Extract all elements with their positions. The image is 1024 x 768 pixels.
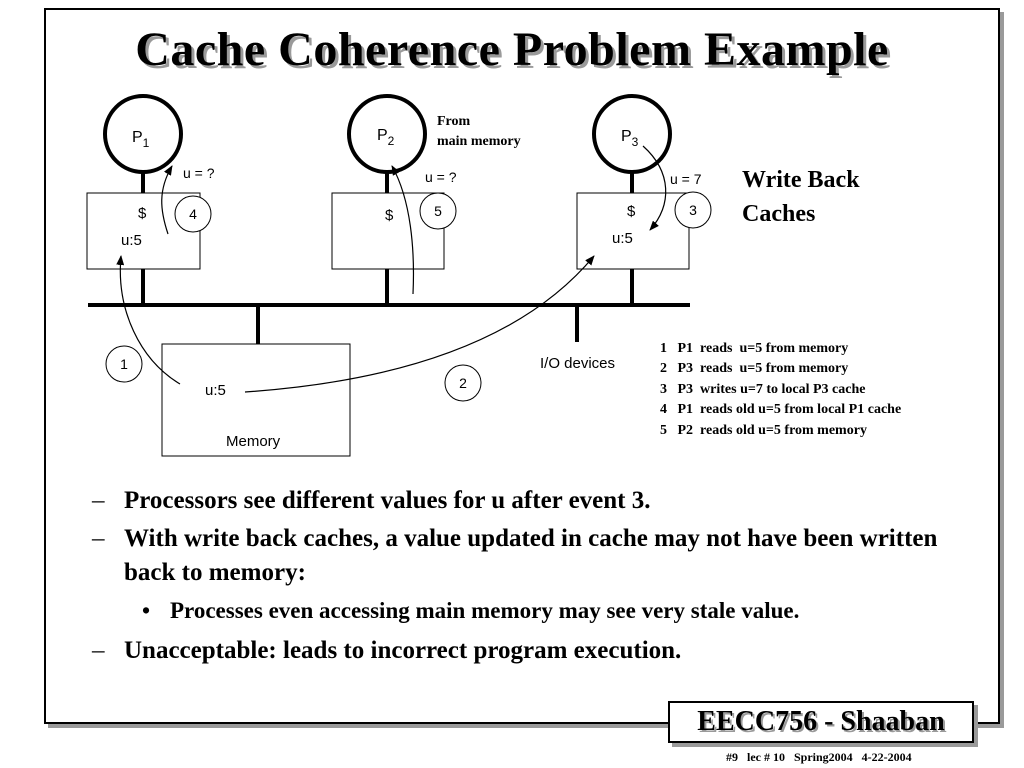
processor-p3-node xyxy=(592,94,672,174)
svg-text:1: 1 xyxy=(120,356,128,372)
svg-text:5: 5 xyxy=(434,203,442,219)
event-list-item: 3 P3 writes u=7 to local P3 cache xyxy=(660,382,866,397)
cache-p3-symbol: $ xyxy=(627,203,636,220)
main-memory xyxy=(161,343,351,457)
processor-p1-node xyxy=(103,94,183,174)
event-3-marker xyxy=(674,191,712,229)
svg-text:4: 4 xyxy=(189,206,197,222)
event-list-item: 5 P2 reads old u=5 from memory xyxy=(660,423,867,438)
cache-p1-symbol: $ xyxy=(138,205,147,222)
p2-query: u = ? xyxy=(425,169,457,185)
svg-text:3: 3 xyxy=(689,202,697,218)
p3-query: u = 7 xyxy=(670,171,702,187)
bullet-item: –Processors see different values for u a… xyxy=(92,487,651,514)
processor-p1: P1 $ u:5 u = ? 4 xyxy=(86,94,215,305)
event-list-item: 1 P1 reads u=5 from memory xyxy=(660,341,848,356)
write-back-line1: Write Back xyxy=(742,167,860,193)
slide-title: Cache Coherence Problem Example xyxy=(135,23,889,76)
bullet-item: –Unacceptable: leads to incorrect progra… xyxy=(92,637,682,664)
processor-p2: P2 $ u = ? 5 xyxy=(331,94,457,305)
event-1-arrow xyxy=(116,255,181,385)
from-main-memory-line2: main memory xyxy=(437,134,521,149)
io-devices-label: I/O devices xyxy=(540,355,615,372)
processor-p3-label: P3 xyxy=(621,128,639,149)
event-1-marker xyxy=(105,345,143,383)
svg-text:2: 2 xyxy=(459,375,467,391)
bullet-item: –With write back caches, a value updated… xyxy=(92,525,938,586)
event-3-arrow xyxy=(642,145,667,231)
event-4-marker xyxy=(174,195,212,233)
course-badge: EECC756 - Shaaban xyxy=(668,701,974,743)
event-list-item: 4 P1 reads old u=5 from local P1 cache xyxy=(660,402,901,417)
event-list-item: 2 P3 reads u=5 from memory xyxy=(660,361,848,376)
cache-p3-value: u:5 xyxy=(612,230,633,247)
memory-value: u:5 xyxy=(205,382,226,399)
event-4-arrow xyxy=(161,165,173,235)
event-5-arrow xyxy=(391,165,415,295)
event-2-marker xyxy=(444,364,482,402)
lecture-footnote: #9 lec # 10 Spring2004 4-22-2004 xyxy=(726,750,912,764)
write-back-line2: Caches xyxy=(742,201,815,227)
sub-bullet-item: •Processes even accessing main memory ma… xyxy=(142,598,800,623)
processor-p2-label: P2 xyxy=(377,127,395,148)
event-list: 1 P1 reads u=5 from memory 2 P3 reads u=… xyxy=(660,341,901,438)
processor-p1-label: P1 xyxy=(132,129,150,150)
cache-p2-symbol: $ xyxy=(385,207,394,224)
cache-p3 xyxy=(576,192,690,270)
event-5-marker xyxy=(419,192,457,230)
event-2-arrow xyxy=(244,255,595,393)
from-main-memory-line1: From xyxy=(437,114,471,129)
cache-p1-value: u:5 xyxy=(121,232,142,249)
p1-query: u = ? xyxy=(183,165,215,181)
memory-label: Memory xyxy=(226,433,281,450)
bullet-list: –Processors see different values for u a… xyxy=(92,484,992,672)
processor-p3: P3 $ u:5 u = 7 3 xyxy=(576,94,712,305)
